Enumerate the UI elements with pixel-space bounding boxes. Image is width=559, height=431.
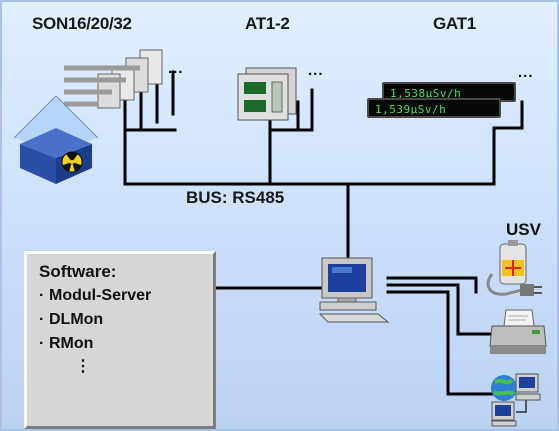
computer-icon [318,257,390,323]
sensor-array-icon [64,49,163,109]
software-item: ·Modul-Server [39,287,152,304]
gat-display-2: 1,539µSv/h [367,98,501,118]
at-more: ... [308,62,324,79]
at-title: AT1-2 [245,14,290,33]
usv-label: USV [506,220,541,239]
software-item: ·DLMon [39,311,104,328]
printer-icon [489,309,547,354]
software-item: ·RMon [39,335,94,352]
gat-more: ... [518,64,534,81]
ups-battery-icon [486,240,542,296]
gat-title: GAT1 [433,14,476,33]
software-box: Software: ·Modul-Server ·DLMon ·RMon ⋮ [24,251,216,429]
bus-label: BUS: RS485 [186,188,285,207]
software-title: Software: [39,262,117,281]
son-title: SON16/20/32 [32,14,132,33]
son-more: ... [168,60,184,77]
panel-meter-icon [237,67,297,121]
software-more: ⋮ [75,358,91,375]
radiation-source-icon [13,95,99,184]
network-computers-icon [491,373,541,427]
